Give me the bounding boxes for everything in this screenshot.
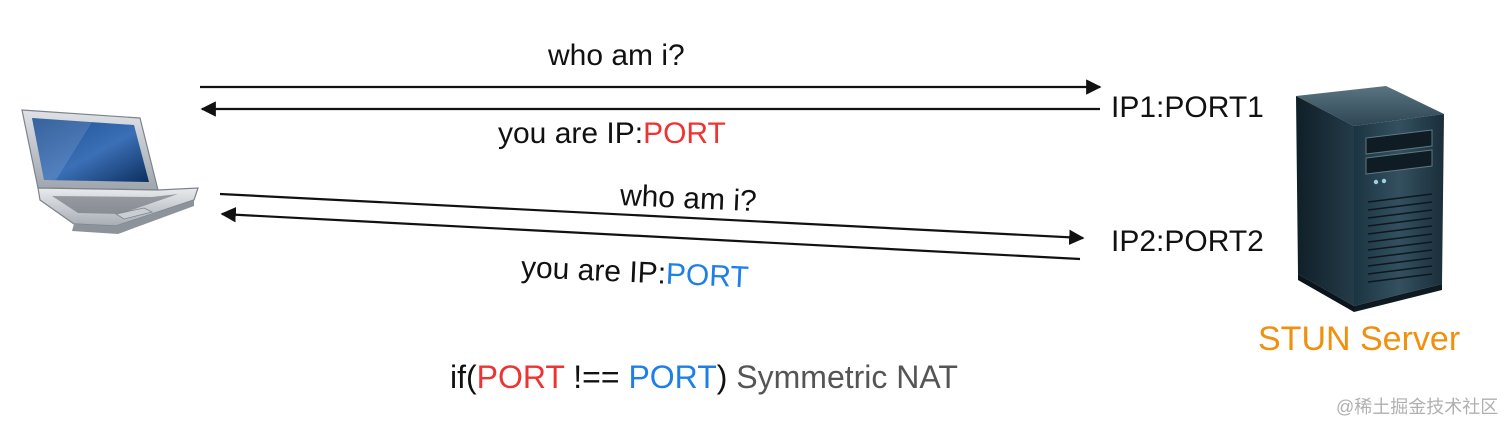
condition-text: if(PORT !== PORT) Symmetric NAT [450, 361, 958, 393]
condition-result: Symmetric NAT [727, 359, 958, 395]
laptop-icon [21, 109, 199, 234]
server-address-1: IP1:PORT1 [1111, 91, 1264, 124]
condition-operator: !== [564, 359, 629, 395]
reply-prefix-2: you are IP: [520, 251, 667, 291]
reply-arrow-2 [220, 207, 1081, 261]
reply-prefix-1: you are IP: [498, 117, 644, 150]
condition-open: if( [450, 359, 477, 395]
request-arrow-2 [219, 192, 1085, 245]
port-red: PORT [643, 117, 726, 150]
request-label-1: who am i? [548, 39, 685, 72]
server-label: STUN Server [1258, 320, 1461, 358]
condition-close: ) [716, 359, 728, 395]
port-blue: PORT [665, 257, 750, 295]
server-address-2: IP2:PORT2 [1111, 225, 1264, 258]
reply-label-1: you are IP:PORT [498, 119, 726, 149]
server-tower-icon [1296, 86, 1444, 312]
watermark: @稀土掘金技术社区 [1336, 397, 1499, 417]
condition-port-blue: PORT [628, 359, 717, 395]
request-label-2: who am i? [619, 179, 758, 219]
condition-port-red: PORT [476, 359, 565, 395]
